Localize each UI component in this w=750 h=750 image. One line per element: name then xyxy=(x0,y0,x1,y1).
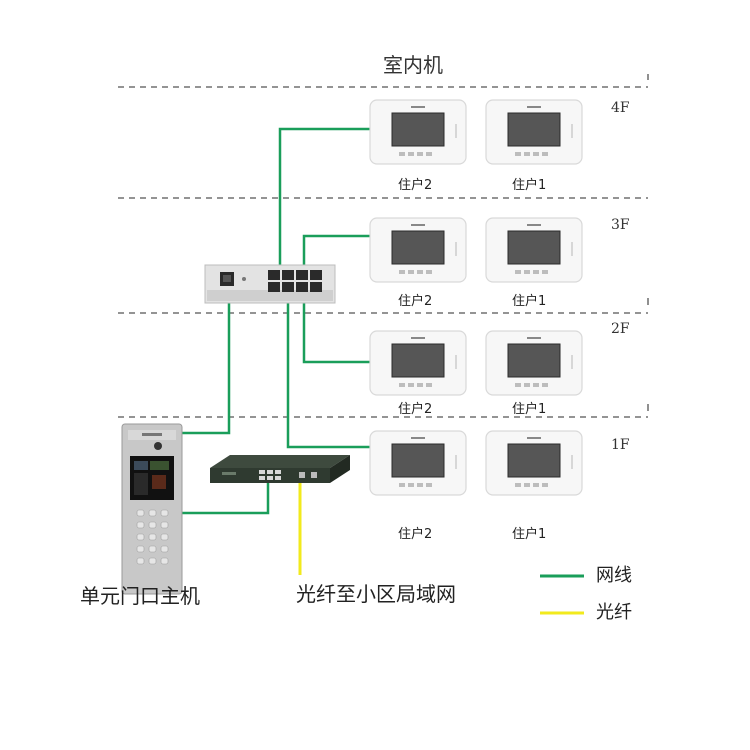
indoor-monitor-icon xyxy=(485,430,583,496)
unit-caption-resident1: 住户1 xyxy=(512,527,547,542)
cable-3f xyxy=(302,234,370,272)
indoor-monitor-icon xyxy=(485,330,583,396)
network-cables xyxy=(180,127,370,515)
network-switch-icon xyxy=(210,455,350,483)
diagram-title: 室内机 xyxy=(383,53,443,77)
indoor-monitor-icon xyxy=(369,430,467,496)
indoor-monitor-icon xyxy=(369,330,467,396)
indoor-monitor-icon xyxy=(369,99,467,165)
unit-caption-resident2: 住户2 xyxy=(398,178,433,193)
indoor-monitor-icon xyxy=(485,217,583,283)
unit-caption-resident2: 住户2 xyxy=(398,294,433,309)
unit-caption-resident1: 住户1 xyxy=(512,294,547,309)
legend-fiber-label: 光纤 xyxy=(596,602,632,623)
floor-label-3f: 3F xyxy=(611,217,630,233)
cable-4f xyxy=(278,127,370,272)
cable-2f xyxy=(302,291,370,364)
fiber-label: 光纤至小区局域网 xyxy=(296,582,456,606)
door-station-icon xyxy=(121,423,183,595)
floor-label-1f: 1F xyxy=(611,437,630,453)
cable-door-station xyxy=(180,291,231,435)
indoor-monitor-icon xyxy=(485,99,583,165)
unit-caption-resident2: 住户2 xyxy=(398,402,433,417)
floor-separators xyxy=(118,86,648,418)
unit-caption-resident1: 住户1 xyxy=(512,402,547,417)
door-station-label: 单元门口主机 xyxy=(80,584,200,608)
unit-caption-resident2: 住户2 xyxy=(398,527,433,542)
cable-1f xyxy=(286,291,370,449)
cable-door-to-switch xyxy=(180,480,270,515)
unit-caption-resident1: 住户1 xyxy=(512,178,547,193)
floor-label-2f: 2F xyxy=(611,321,630,337)
indoor-monitor-icon xyxy=(369,217,467,283)
poe-switch-icon xyxy=(204,264,336,304)
floor-label-4f: 4F xyxy=(611,100,630,116)
legend-network-label: 网线 xyxy=(596,565,632,586)
